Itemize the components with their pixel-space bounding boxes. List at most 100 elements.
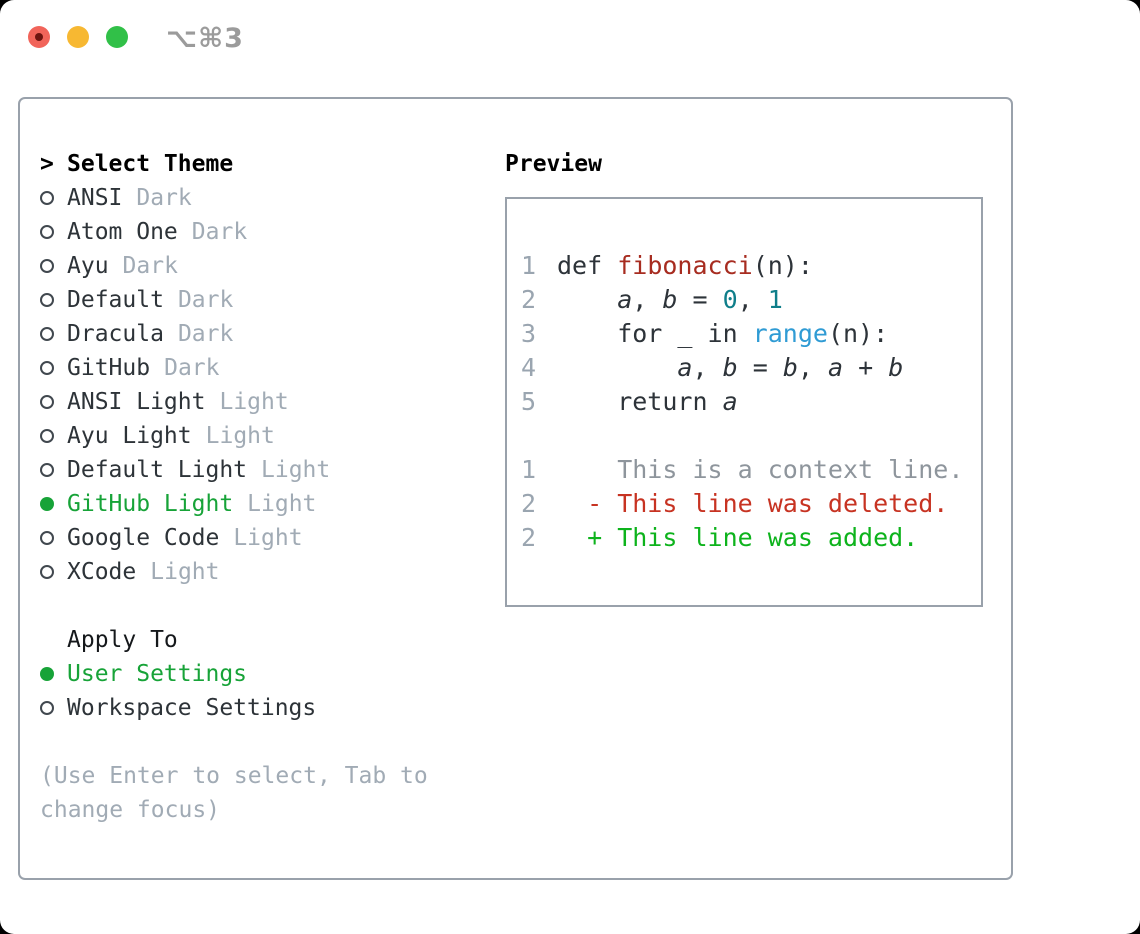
radio-gutter [40,191,67,205]
theme-name: Ayu Light [67,423,192,449]
apply-to-title: Apply To [67,627,178,653]
code-token: - This line was deleted. [557,489,949,518]
theme-variant-badge: Light [233,525,303,551]
code-token: + [843,353,889,382]
theme-variant-badge: Light [219,389,289,415]
theme-variant-badge: Dark [177,287,234,313]
line-number: 1 [521,455,537,484]
radio-gutter [40,531,67,545]
theme-option-dracula[interactable]: Dracula Dark [40,317,505,351]
minimize-button[interactable] [67,26,89,48]
preview-code-line: 2 + This line was added. [521,521,981,555]
radio-icon [40,293,54,307]
close-button[interactable] [28,26,50,48]
radio-icon [40,395,54,409]
code-token: = [677,285,723,314]
code-token [557,283,617,317]
theme-option-github-light[interactable]: GitHub Light Light [40,487,505,521]
theme-name: Google Code [67,525,220,551]
keyboard-shortcut-label: ⌥⌘3 [166,23,244,54]
radio-icon [40,463,54,477]
theme-name: GitHub Light [67,491,234,517]
theme-variant-badge: Light [247,491,317,517]
theme-variant-badge: Dark [136,185,192,211]
theme-name: XCode [67,559,137,585]
code-token: for _ in [557,319,753,348]
apply-option-workspace-settings[interactable]: Workspace Settings [40,691,505,725]
code-token: , [632,285,663,314]
radio-selected-icon [40,497,54,511]
maximize-button[interactable] [106,26,128,48]
theme-variant-badge: Dark [177,321,234,347]
code-token: return [557,387,723,416]
radio-icon [40,701,54,715]
theme-name: Atom One [67,219,178,245]
theme-variant-badge: Light [261,457,331,483]
theme-option-ansi-light[interactable]: ANSI Light Light [40,385,505,419]
select-theme-header: >Select Theme [40,147,505,181]
apply-option-label: User Settings [67,661,248,687]
theme-option-xcode[interactable]: XCode Light [40,555,505,589]
preview-code-line: 3 for _ in range(n): [521,317,981,351]
theme-name: GitHub [67,355,151,381]
code-token: 0 [722,285,738,314]
radio-gutter [40,361,67,375]
theme-variant-badge: Light [205,423,275,449]
code-token: a [617,285,633,314]
radio-gutter [40,565,67,579]
radio-selected-icon [40,667,54,681]
code-token: a [827,353,844,382]
radio-icon [40,361,54,375]
code-token: , [692,353,723,382]
radio-gutter [40,225,67,239]
code-token: (n): [752,251,813,280]
radio-icon [40,565,54,579]
apply-option-user-settings[interactable]: User Settings [40,657,505,691]
code-token: b [782,353,798,382]
line-number: 2 [521,489,537,518]
code-token: b [662,285,678,314]
preview-title: Preview [505,151,602,177]
theme-name: ANSI [67,185,123,211]
apply-option-label: Workspace Settings [67,695,317,721]
theme-name: Dracula [67,321,164,347]
code-token [557,351,677,385]
theme-variant-badge: Dark [191,219,248,245]
theme-variant-badge: Dark [122,253,178,279]
radio-gutter [40,701,67,715]
line-number: 2 [521,523,537,552]
code-token: a [722,387,738,416]
code-token: b [722,353,738,382]
radio-icon [40,225,54,239]
theme-option-atom-one[interactable]: Atom One Dark [40,215,505,249]
theme-option-google-code[interactable]: Google Code Light [40,521,505,555]
line-number [521,419,536,453]
preview-code-line: 1 This is a context line. [521,453,981,487]
preview-code-line: 2 - This line was deleted. [521,487,981,521]
code-token: + This line was added. [557,523,919,552]
theme-variant-badge: Light [150,559,220,585]
radio-gutter [40,293,67,307]
code-token: 1 [767,285,783,314]
line-number: 4 [521,353,537,382]
radio-gutter [40,395,67,409]
radio-gutter [40,429,67,443]
code-token: , [737,285,768,314]
theme-option-ayu-light[interactable]: Ayu Light Light [40,419,505,453]
radio-gutter [40,327,67,341]
line-number: 3 [521,319,537,348]
select-theme-title: Select Theme [67,151,234,177]
keyboard-hint: (Use Enter to select, Tab to change focu… [40,763,428,823]
theme-option-ansi[interactable]: ANSI Dark [40,181,505,215]
preview-code-line: 5 return a [521,385,981,419]
theme-name: ANSI Light [67,389,206,415]
code-token: b [888,353,904,382]
